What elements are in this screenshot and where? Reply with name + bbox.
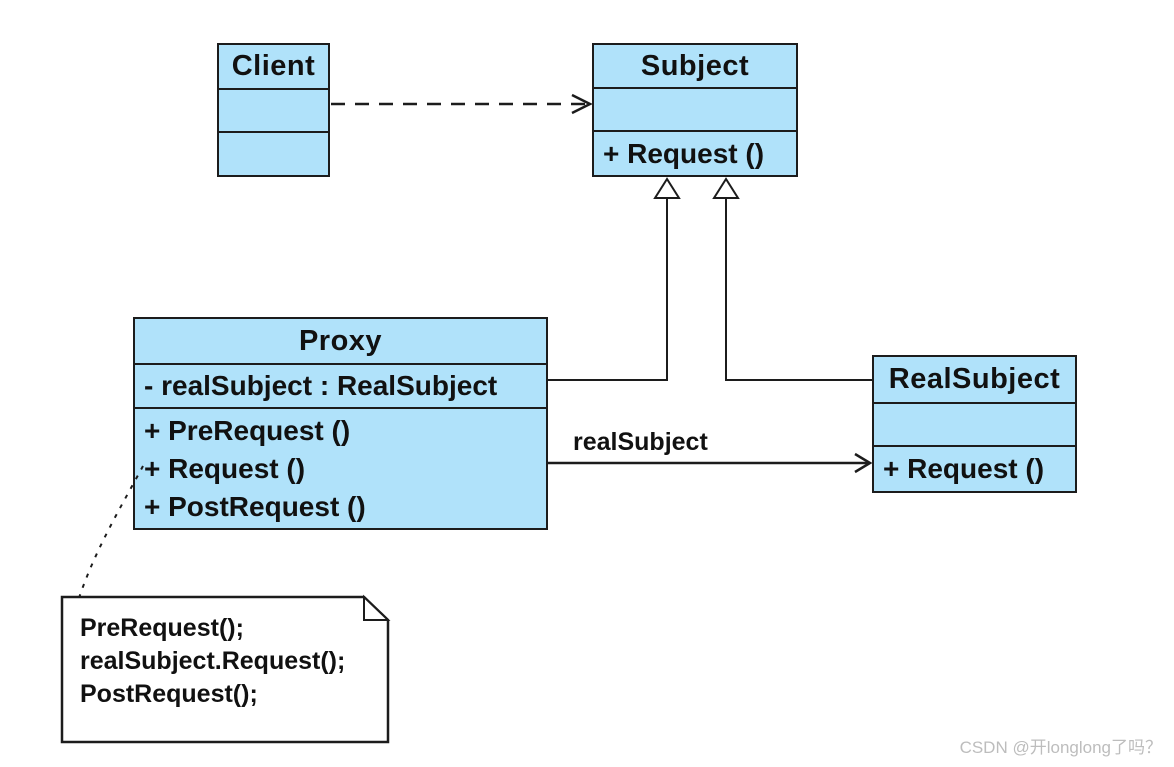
proxy-attributes-compartment: - realSubject : RealSubject	[135, 365, 546, 409]
proxy-method-prerequest: + PreRequest ()	[144, 414, 351, 446]
subject-method: + Request ()	[603, 137, 765, 169]
realsubject-methods-compartment: + Request ()	[874, 447, 1075, 491]
note-line-1: PreRequest();	[80, 614, 244, 642]
client-methods-compartment	[219, 133, 328, 175]
class-box-client: Client	[217, 43, 330, 177]
realsubject-attributes-compartment	[874, 404, 1075, 447]
client-attributes-compartment	[219, 90, 328, 133]
dependency-arrow-client-to-subject	[331, 93, 593, 115]
proxy-class-name: Proxy	[135, 319, 546, 365]
note-text: PreRequest(); realSubject.Request(); Pos…	[80, 612, 345, 711]
class-box-subject: Subject + Request ()	[592, 43, 798, 177]
proxy-attribute: - realSubject : RealSubject	[144, 370, 498, 401]
realsubject-method: + Request ()	[883, 453, 1045, 484]
class-box-proxy: Proxy - realSubject : RealSubject + PreR…	[133, 317, 548, 530]
proxy-methods-compartment: + PreRequest () + Request () + PostReque…	[135, 409, 546, 528]
generalization-arrow-proxy-to-subject	[548, 177, 681, 381]
class-box-realsubject: RealSubject + Request ()	[872, 355, 1077, 493]
subject-attributes-compartment	[594, 89, 796, 132]
note-line-2: realSubject.Request();	[80, 647, 346, 675]
client-class-name: Client	[219, 45, 328, 90]
note-line-3: PostRequest();	[80, 680, 258, 708]
note-fold-corner-icon	[363, 594, 391, 621]
realsubject-class-name: RealSubject	[874, 357, 1075, 404]
proxy-method-postrequest: + PostRequest ()	[144, 490, 366, 522]
generalization-arrow-realsubject-to-subject	[712, 177, 872, 381]
association-label-realsubject: realSubject	[573, 428, 708, 456]
subject-class-name: Subject	[594, 45, 796, 89]
proxy-method-request: + Request ()	[144, 452, 306, 484]
subject-methods-compartment: + Request ()	[594, 132, 796, 175]
watermark-text: CSDN @开longlong了吗？	[959, 738, 1162, 757]
